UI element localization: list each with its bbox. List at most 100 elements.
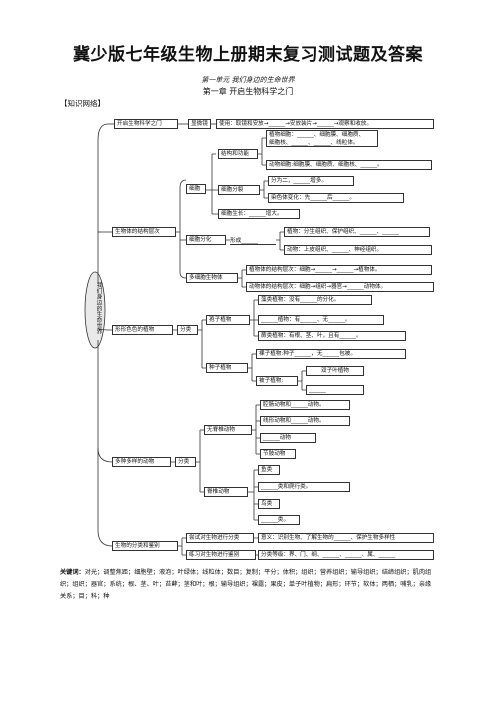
text-arthropod: 节肢动物 bbox=[260, 449, 296, 459]
text-mollusk-label: ______动物 bbox=[263, 435, 291, 441]
text-mammals: ______类。 bbox=[258, 515, 300, 525]
node-try-classify-label: 尝试对生物进行分类 bbox=[189, 535, 240, 541]
root-label: 我们身边的生命世界 bbox=[95, 282, 101, 335]
node-cell: 细胞 bbox=[186, 184, 206, 194]
node-classify-identify: 生物的分类和鉴别 bbox=[112, 541, 178, 551]
text-animal-cell: 动物细胞:细胞膜、细胞质、细胞核、______。 bbox=[266, 160, 432, 170]
node-structure-levels: 生物体的结构层次 bbox=[112, 227, 176, 237]
text-mammals-label: ______类。 bbox=[261, 517, 289, 523]
section-heading: 【知识网络】 bbox=[60, 99, 105, 108]
text-dicot: 双子叶植物 bbox=[306, 366, 364, 376]
node-animals: 多种多样的动物 bbox=[112, 457, 171, 467]
chapter-heading: 第一章 开启生物科学之门 bbox=[202, 87, 294, 96]
text-algae: 藻类植物：没有______的分化。 bbox=[258, 295, 372, 305]
node-spore-plants-label: 孢子植物 bbox=[209, 317, 232, 323]
text-plant-cell-line1: 植物细胞：______、细胞膜、细胞质、 bbox=[269, 132, 365, 138]
text-fern: 蕨类植物：有根、茎、叶，且有______。 bbox=[258, 331, 406, 341]
node-invertebrates-label: 无脊椎动物 bbox=[207, 427, 235, 433]
node-structure-function-label: 结构和功能 bbox=[221, 151, 249, 157]
text-meaning-label: 意义：识别生物、了解生物的______、保护生物多样性 bbox=[261, 535, 396, 541]
text-moss: ______植物：有______、无______。 bbox=[258, 315, 384, 325]
text-monocot: ______ bbox=[306, 385, 364, 395]
node-structure-function: 结构和功能 bbox=[218, 149, 258, 159]
text-animal-levels-label: 动物体的结构层次：细胞→组织→器官→______动物体。 bbox=[249, 284, 387, 290]
node-form: 形成______ bbox=[230, 236, 276, 245]
node-cell-differentiation-label: 细胞分化 bbox=[189, 237, 212, 243]
node-plants-label: 形形色色的植物 bbox=[115, 327, 155, 333]
node-structure-levels-label: 生物体的结构层次 bbox=[115, 229, 160, 235]
text-nematoda: 线形动物和______动物。 bbox=[260, 416, 350, 426]
text-plant-levels: 植物体的结构层次：细胞→______→______→植物体。 bbox=[246, 265, 432, 275]
node-try-identify: 练习对生物进行鉴别 bbox=[186, 550, 256, 560]
text-animal-levels: 动物体的结构层次：细胞→组织→器官→______动物体。 bbox=[246, 282, 434, 292]
text-fish-label: 鱼类 bbox=[261, 467, 273, 473]
node-invertebrates: 无脊椎动物 bbox=[204, 425, 252, 435]
text-cnidaria: 腔肠动物和______动物。 bbox=[260, 400, 350, 410]
text-amphibians: ______类和爬行类。 bbox=[258, 482, 350, 492]
keywords-text: 对光；调整焦距；细胞壁；液泡；叶绿体；线粒体；数目；复制；平分；体积；组织；营养… bbox=[60, 569, 432, 600]
text-division-2-label: 染色体变化：先______后______。 bbox=[271, 195, 355, 201]
root-node: 我们身边的生命世界 bbox=[89, 282, 101, 334]
text-ranks: 分类等级：界、门、纲、______、______、属、______ bbox=[258, 550, 434, 560]
text-amphibians-label: ______类和爬行类。 bbox=[261, 484, 312, 490]
text-division-2: 染色体变化：先______后______。 bbox=[268, 193, 404, 203]
node-multicellular: 多细胞生物体 bbox=[186, 273, 238, 283]
text-plant-levels-label: 植物体的结构层次：细胞→______→______→植物体。 bbox=[249, 267, 381, 273]
node-cell-label: 细胞 bbox=[189, 186, 201, 192]
node-cell-division: 细胞分裂 bbox=[218, 185, 260, 195]
node-open-science-label: 开启生物科学之门 bbox=[117, 121, 162, 127]
node-spore-plants: 孢子植物 bbox=[206, 315, 250, 325]
text-dicot-label: 双子叶植物 bbox=[321, 368, 349, 374]
node-animals-label: 多种多样的动物 bbox=[115, 459, 155, 465]
text-plant-cell-line2: 细胞核、______、______、线粒体。 bbox=[269, 140, 359, 146]
text-fern-label: 蕨类植物：有根、茎、叶，且有______。 bbox=[261, 333, 362, 339]
text-moss-label: ______植物：有______、无______。 bbox=[261, 317, 351, 323]
text-monocot-label: ______ bbox=[309, 387, 326, 393]
text-animal-tissue: 动物：上皮组织、______、神经组织。 bbox=[284, 245, 432, 255]
node-seed-plants: 种子植物 bbox=[206, 363, 248, 373]
node-vertebrates-label: 脊椎动物 bbox=[207, 489, 230, 495]
node-plants-classify: 分类 bbox=[177, 325, 198, 335]
text-cnidaria-label: 腔肠动物和______动物。 bbox=[263, 402, 325, 408]
node-microscope-label: 显微镜 bbox=[191, 121, 208, 127]
text-division-1-label: 分为二，______增多。 bbox=[271, 178, 327, 184]
text-fish: 鱼类 bbox=[258, 465, 280, 475]
node-form-label: 形成______ bbox=[230, 238, 258, 244]
unit-heading: 第一单元 我们身边的生命世界 bbox=[201, 76, 295, 84]
text-plant-tissue-label: 植物：分生组织、保护组织、______、______ bbox=[287, 229, 399, 235]
text-animal-cell-label: 动物细胞:细胞膜、细胞质、细胞核、______。 bbox=[269, 162, 383, 168]
text-arthropod-label: 节肢动物 bbox=[263, 451, 286, 457]
node-animals-classify: 分类 bbox=[175, 457, 196, 467]
keywords-label: 关键词： bbox=[60, 569, 85, 576]
text-gymnosperm-label: 裸子植物:种子______，无______包被。 bbox=[259, 351, 356, 357]
node-cell-differentiation: 细胞分化 bbox=[186, 235, 226, 245]
text-cell-growth-label: 细胞生长：______增大。 bbox=[221, 211, 283, 217]
node-plants-classify-label: 分类 bbox=[180, 327, 192, 333]
keywords-paragraph: 关键词：对光；调整焦距；细胞壁；液泡；叶绿体；线粒体；数目；复制；平分；体积；组… bbox=[60, 567, 436, 603]
node-classify-identify-label: 生物的分类和鉴别 bbox=[115, 543, 160, 549]
node-seed-plants-label: 种子植物 bbox=[209, 365, 232, 371]
text-cell-growth: 细胞生长：______增大。 bbox=[218, 209, 300, 219]
node-open-science: 开启生物科学之门 bbox=[114, 119, 178, 129]
text-nematoda-label: 线形动物和______动物。 bbox=[263, 418, 325, 424]
node-cell-division-label: 细胞分裂 bbox=[221, 187, 244, 193]
node-animals-classify-label: 分类 bbox=[178, 459, 190, 465]
text-ranks-label: 分类等级：界、门、纲、______、______、属、______ bbox=[261, 552, 396, 558]
node-try-classify: 尝试对生物进行分类 bbox=[186, 533, 254, 543]
text-microscope-use: 使用：取镜和安放→______→安放装片→______→观察和收放。 bbox=[216, 119, 434, 129]
text-birds-label: 鸟类 bbox=[261, 501, 273, 507]
text-plant-tissue: 植物：分生组织、保护组织、______、______ bbox=[284, 227, 430, 237]
node-vertebrates: 脊椎动物 bbox=[204, 487, 248, 497]
text-birds: 鸟类 bbox=[258, 499, 280, 509]
node-angiosperm-label: 被子植物: bbox=[259, 378, 284, 384]
text-plant-cell: 植物细胞：______、细胞膜、细胞质、 细胞核、______、______、线… bbox=[266, 130, 378, 147]
node-plants: 形形色色的植物 bbox=[112, 325, 173, 335]
text-division-1: 分为二，______增多。 bbox=[268, 176, 354, 186]
text-animal-tissue-label: 动物：上皮组织、______、神经组织。 bbox=[287, 247, 383, 253]
text-gymnosperm: 裸子植物:种子______，无______包被。 bbox=[256, 349, 406, 359]
text-algae-label: 藻类植物：没有______的分化。 bbox=[261, 297, 340, 303]
node-try-identify-label: 练习对生物进行鉴别 bbox=[189, 552, 240, 558]
text-microscope-use-label: 使用：取镜和安放→______→安放装片→______→观察和收放。 bbox=[219, 121, 372, 127]
node-microscope: 显微镜 bbox=[188, 119, 211, 129]
